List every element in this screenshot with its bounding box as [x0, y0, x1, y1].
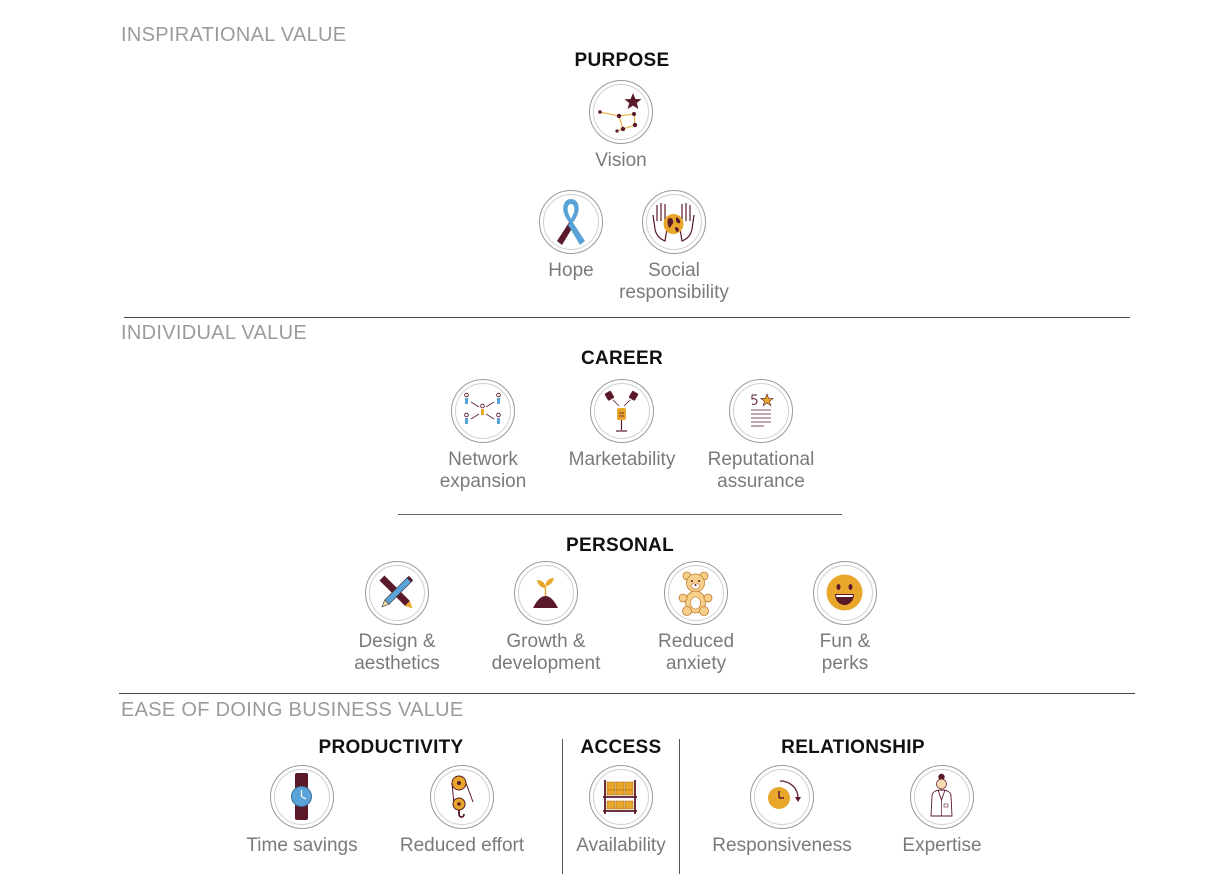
ease-value-title: EASE OF DOING BUSINESS VALUE [121, 699, 464, 721]
vision-badge [589, 80, 653, 144]
responsiveness-item: Responsiveness [702, 765, 862, 857]
personal-title: PERSONAL [566, 535, 674, 556]
design-aesthetics-item: Design & aesthetics [317, 561, 477, 675]
responsiveness-badge [750, 765, 814, 829]
pulley-icon [451, 775, 474, 818]
fun-perks-label: Fun & perks [819, 631, 871, 674]
social-responsibility-badge [642, 190, 706, 254]
constellation-icon [598, 93, 642, 133]
time-savings-label: Time savings [246, 835, 358, 856]
teddy-bear-icon [678, 571, 713, 616]
career-personal-divider [398, 514, 842, 515]
availability-badge [589, 765, 653, 829]
network-expansion-label: Network expansion [439, 449, 527, 492]
section-divider-2 [119, 693, 1135, 694]
hope-label: Hope [548, 260, 594, 281]
network-expansion-badge [451, 379, 515, 443]
fun-perks-item: Fun & perks [765, 561, 925, 675]
professional-icon [930, 773, 953, 817]
reduced-effort-badge [430, 765, 494, 829]
network-icon [464, 392, 501, 424]
access-title: ACCESS [580, 737, 662, 758]
reduced-anxiety-label: Reduced anxiety [657, 631, 735, 674]
social-responsibility-item: Social responsibility [594, 190, 754, 304]
availability-item: Availability [541, 765, 701, 857]
vision-label: Vision [595, 150, 647, 171]
growth-development-item: Growth & development [466, 561, 626, 675]
hands-globe-icon [652, 203, 695, 242]
time-savings-badge [270, 765, 334, 829]
hope-item: Hope [491, 190, 651, 282]
expertise-label: Expertise [902, 835, 982, 856]
rating-icon [751, 393, 775, 427]
purpose-title: PURPOSE [574, 50, 670, 71]
watch-icon [291, 773, 312, 820]
expertise-item: Expertise [862, 765, 1022, 857]
marketability-item: Marketability [542, 379, 702, 471]
productivity-access-divider [562, 739, 563, 874]
smiley-icon [826, 574, 863, 611]
growth-development-badge [514, 561, 578, 625]
reduced-anxiety-badge [664, 561, 728, 625]
shelves-icon [603, 780, 637, 814]
hope-badge [539, 190, 603, 254]
career-title: CAREER [580, 348, 664, 369]
growth-development-label: Growth & development [491, 631, 601, 674]
availability-label: Availability [576, 835, 666, 856]
design-aesthetics-badge [365, 561, 429, 625]
reduced-anxiety-item: Reduced anxiety [616, 561, 776, 675]
vision-item: Vision [541, 80, 701, 172]
section-divider-1 [124, 317, 1130, 318]
sprout-icon [533, 578, 558, 608]
productivity-title: PRODUCTIVITY [318, 737, 464, 758]
reputational-assurance-badge [729, 379, 793, 443]
reputational-assurance-item: Reputational assurance [681, 379, 841, 493]
individual-value-title: INDIVIDUAL VALUE [121, 322, 307, 344]
relationship-title: RELATIONSHIP [781, 737, 925, 758]
responsiveness-label: Responsiveness [712, 835, 852, 856]
pencil-brush-icon [379, 575, 414, 609]
time-savings-item: Time savings [222, 765, 382, 857]
fun-perks-badge [813, 561, 877, 625]
marketability-label: Marketability [568, 449, 676, 470]
access-relationship-divider [679, 739, 680, 874]
social-responsibility-label: Social responsibility [619, 260, 729, 303]
ribbon-icon [557, 199, 585, 245]
spotlight-icon [604, 390, 639, 432]
network-expansion-item: Network expansion [403, 379, 563, 493]
design-aesthetics-label: Design & aesthetics [354, 631, 440, 674]
reduced-effort-label: Reduced effort [399, 835, 525, 856]
reduced-effort-item: Reduced effort [382, 765, 542, 857]
marketability-badge [590, 379, 654, 443]
inspirational-value-title: INSPIRATIONAL VALUE [121, 24, 347, 46]
clock-icon [768, 780, 801, 809]
reputational-assurance-label: Reputational assurance [707, 449, 815, 492]
expertise-badge [910, 765, 974, 829]
